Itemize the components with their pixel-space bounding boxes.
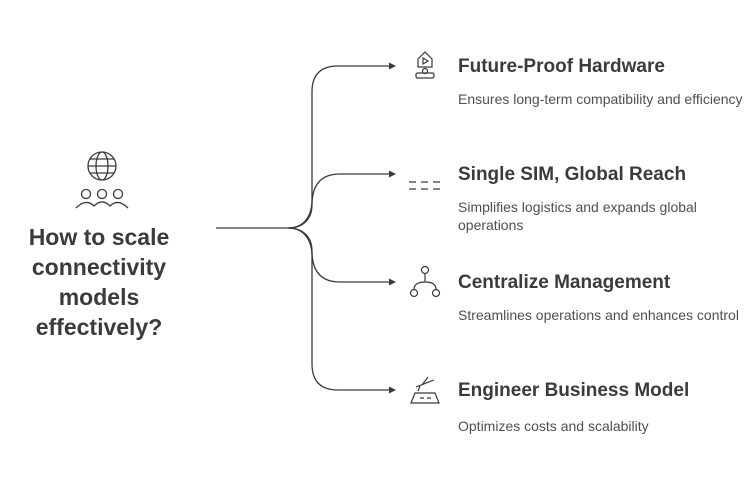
branch-title: Future-Proof Hardware	[458, 56, 665, 77]
branch-description: Ensures long-term compatibility and effi…	[458, 91, 743, 107]
globe-people-icon	[75, 151, 129, 209]
central-question: How to scale connectivity models effecti…	[28, 224, 170, 340]
connector-branch-4	[287, 227, 392, 391]
hierarchy-icon	[409, 265, 441, 298]
branch-description: Streamlines operations and enhances cont…	[458, 307, 739, 323]
arrowhead-2	[389, 170, 396, 178]
arrowhead-3	[389, 278, 396, 286]
arrowhead-1	[389, 62, 396, 70]
connector-branch-1	[287, 65, 392, 229]
connector-branch-3	[287, 227, 392, 283]
branch-description: Simplifies logistics and expands global …	[458, 199, 697, 233]
sim-cards-icon	[409, 181, 440, 190]
airplane-runway-icon	[410, 376, 440, 404]
branch-title: Single SIM, Global Reach	[458, 164, 687, 185]
branch-title: Centralize Management	[458, 272, 671, 293]
connector-branch-2	[287, 173, 392, 229]
branch-description: Optimizes costs and scalability	[458, 418, 649, 434]
branch-title: Engineer Business Model	[458, 380, 690, 401]
arrowhead-4	[389, 386, 396, 394]
device-icon	[415, 51, 435, 79]
